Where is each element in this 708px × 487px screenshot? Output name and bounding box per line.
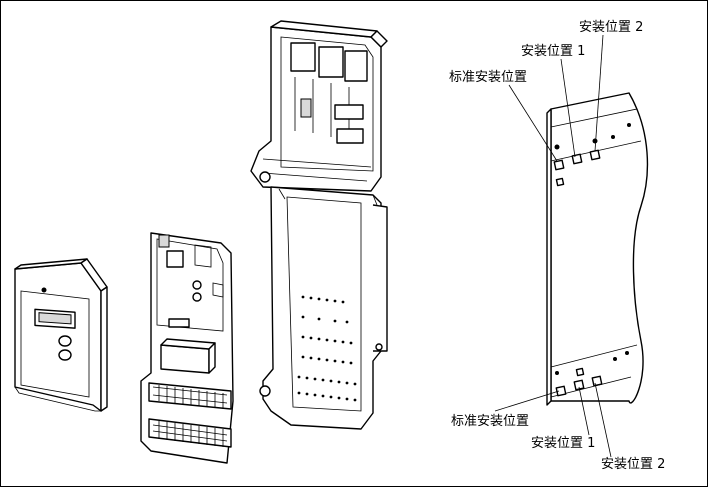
cover-button-lower bbox=[58, 349, 72, 361]
mounting-plate bbox=[546, 92, 649, 406]
hole-pos1-bottom bbox=[573, 379, 585, 391]
label-bottom-pos2: 安装位置 2 bbox=[601, 457, 665, 472]
terminal-block-lower bbox=[148, 418, 232, 448]
callout-labels-bottom: 标准安装位置 安装位置 1 安装位置 2 bbox=[451, 414, 665, 472]
callout-labels-top: 安装位置 2 安装位置 1 标准安装位置 bbox=[449, 20, 643, 85]
relay-block bbox=[160, 344, 210, 374]
label-top-pos2: 安装位置 2 bbox=[579, 20, 643, 35]
front-cover bbox=[14, 258, 108, 412]
display-screen bbox=[38, 312, 72, 325]
hole-standard-top bbox=[553, 159, 565, 171]
housing-top bbox=[250, 20, 388, 192]
circuit-board-module bbox=[140, 232, 234, 464]
label-top-standard: 标准安装位置 bbox=[449, 70, 527, 85]
cover-led-indicator bbox=[41, 287, 47, 293]
hole-pos2-top bbox=[589, 149, 601, 161]
callout-leader-lines bbox=[494, 34, 612, 458]
backplate-hole-grid bbox=[297, 295, 357, 402]
label-bottom-pos1: 安装位置 1 bbox=[531, 436, 595, 451]
label-bottom-standard: 标准安装位置 bbox=[451, 414, 529, 429]
label-top-pos1: 安装位置 1 bbox=[521, 44, 585, 59]
terminal-block-upper bbox=[148, 382, 232, 410]
hole-pos2-bottom bbox=[591, 375, 603, 387]
cover-button-upper bbox=[58, 335, 72, 347]
backplate bbox=[259, 186, 388, 430]
hole-pos1-top bbox=[571, 153, 583, 165]
